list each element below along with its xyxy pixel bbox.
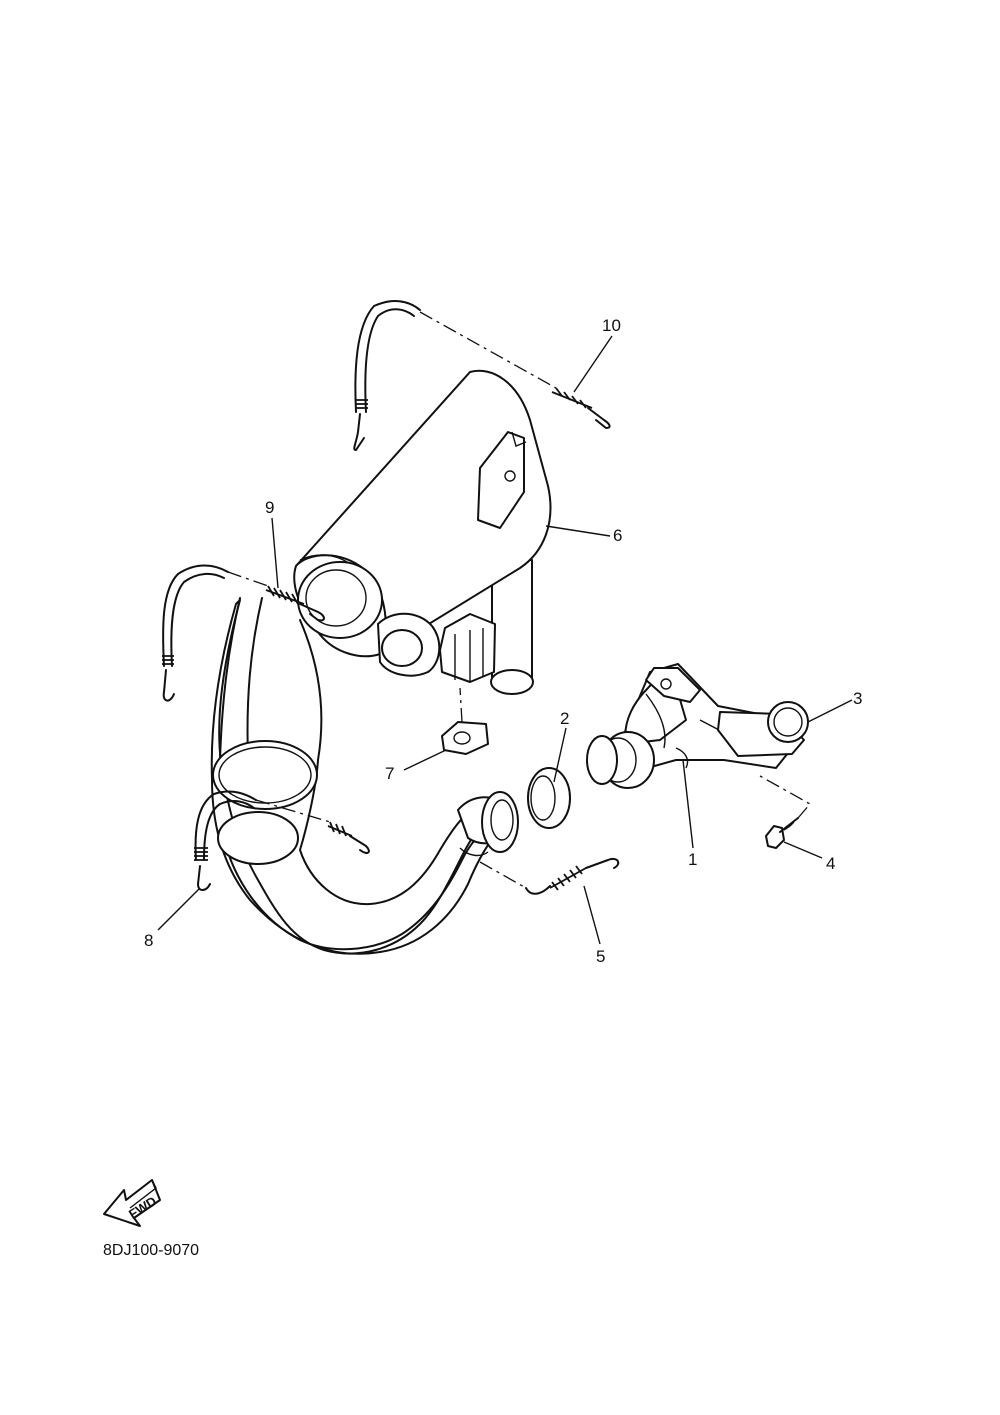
callout-labels: 1 2 3 4 5 6 7 8 9 10 bbox=[144, 316, 862, 966]
callout-6: 6 bbox=[613, 526, 622, 545]
fwd-arrow-icon: FWD bbox=[103, 1178, 161, 1227]
leader-1 bbox=[682, 759, 694, 849]
exhaust-manifold-part-1 bbox=[586, 663, 805, 789]
bolt-part-4 bbox=[759, 775, 812, 849]
leader-5 bbox=[583, 885, 601, 945]
leader-10 bbox=[573, 335, 613, 393]
callout-5: 5 bbox=[596, 947, 605, 966]
callout-4: 4 bbox=[826, 854, 835, 873]
leader-7 bbox=[403, 749, 447, 771]
leader-3 bbox=[807, 699, 853, 723]
leader-6 bbox=[545, 525, 611, 537]
callout-8: 8 bbox=[144, 931, 153, 950]
leader-2 bbox=[553, 727, 567, 783]
damper-part-7 bbox=[441, 687, 489, 755]
callout-2: 2 bbox=[560, 709, 569, 728]
callout-3: 3 bbox=[853, 689, 862, 708]
leader-9 bbox=[271, 517, 279, 589]
callout-1: 1 bbox=[688, 850, 697, 869]
spring-part-8 bbox=[194, 790, 370, 891]
callout-10: 10 bbox=[602, 316, 621, 335]
leader-8 bbox=[157, 887, 201, 931]
leader-4 bbox=[783, 841, 823, 859]
leader-lines bbox=[157, 335, 853, 945]
gasket-part-2 bbox=[527, 767, 571, 829]
muffler-part-6 bbox=[293, 369, 552, 695]
spring-part-5 bbox=[479, 858, 620, 895]
gasket-part-3 bbox=[767, 701, 809, 743]
callout-9: 9 bbox=[265, 498, 274, 517]
reference-code: 8DJ100-9070 bbox=[103, 1242, 200, 1259]
spring-part-9 bbox=[162, 564, 325, 702]
exhaust-pipe bbox=[210, 561, 519, 955]
spring-part-10 bbox=[353, 300, 611, 451]
callout-7: 7 bbox=[385, 764, 394, 783]
